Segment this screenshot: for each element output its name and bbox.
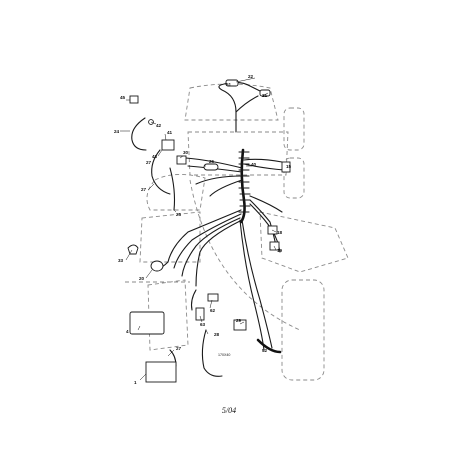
callout-30: 30 <box>183 150 189 155</box>
callout-45: 45 <box>120 95 126 100</box>
callout-leaders <box>120 77 277 381</box>
callout-26: 26 <box>209 159 215 164</box>
callout-33: 33 <box>118 258 124 263</box>
connector-part-21 <box>259 89 271 97</box>
callout-42: 42 <box>156 123 162 128</box>
callout-52: 52 <box>262 348 268 353</box>
wiring-harness <box>131 81 285 377</box>
components <box>127 79 291 383</box>
key-switch-part-41 <box>161 139 175 151</box>
callout-15: 15 <box>286 164 292 169</box>
callout-27-upper: 27 <box>146 160 152 165</box>
connector-part-22 <box>225 79 239 87</box>
connector-part-30 <box>176 155 187 165</box>
callout-27-lower: 27 <box>141 187 147 192</box>
callout-24: 24 <box>114 129 120 134</box>
callout-21: 21 <box>262 93 268 98</box>
date-code: 5/04 <box>221 406 237 415</box>
callout-41: 41 <box>167 130 173 135</box>
callout-51: 51 <box>226 82 232 87</box>
switch-part-45 <box>129 95 139 104</box>
clip-part-33 <box>127 244 139 255</box>
callout-62: 62 <box>210 308 216 313</box>
callout-25: 25 <box>176 212 182 217</box>
connector-part-40 <box>281 161 291 173</box>
callout-19: 19 <box>277 248 283 253</box>
callout-27-battery: 27 <box>176 346 182 351</box>
callout-labels: 45 24 42 41 43 27 30 26 40 22 21 27 25 3… <box>114 74 292 385</box>
battery-part-1 <box>145 361 177 383</box>
callout-29: 29 <box>236 318 242 323</box>
callout-18: 18 <box>277 230 283 235</box>
callout-28: 28 <box>214 332 220 337</box>
callout-63: 63 <box>200 322 206 327</box>
callout-1: 1 <box>134 380 137 385</box>
callout-20: 20 <box>139 276 145 281</box>
battery-tray-part-4 <box>129 311 165 335</box>
part-code-label: 170X40 <box>218 353 230 357</box>
connector-part-62 <box>207 293 219 302</box>
fuse-part-26 <box>203 163 219 171</box>
callout-40: 40 <box>251 162 257 167</box>
relay-part-63 <box>195 307 205 321</box>
connector-part-19 <box>269 241 280 251</box>
switch-part-29 <box>233 319 247 331</box>
solenoid-part-20 <box>150 260 164 272</box>
tractor-outline <box>125 83 349 381</box>
callout-4: 4 <box>126 329 129 334</box>
callout-43: 43 <box>152 154 158 159</box>
callout-22: 22 <box>248 74 254 79</box>
